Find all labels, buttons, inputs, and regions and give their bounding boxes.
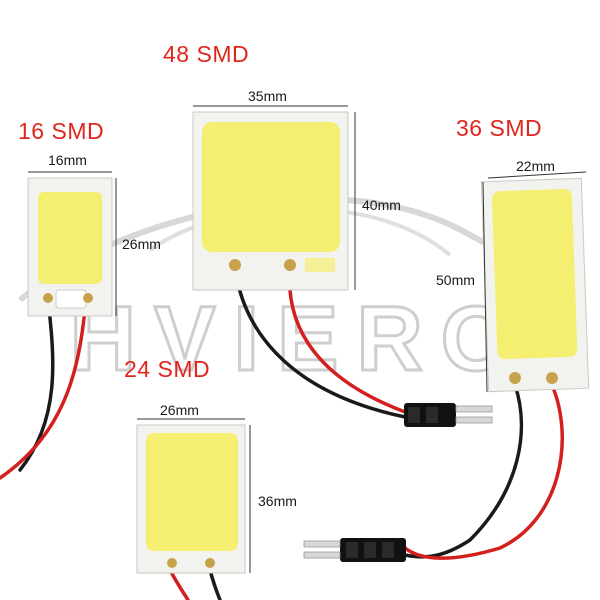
panel-16smd <box>27 171 117 317</box>
height-label-16smd: 26mm <box>122 236 161 252</box>
led-area-36smd <box>491 188 578 360</box>
connector-middle <box>404 403 493 427</box>
wire-red-16smd <box>0 298 88 480</box>
width-label-36smd: 22mm <box>516 158 555 174</box>
connector-bottom <box>303 538 406 562</box>
title-48smd: 48 SMD <box>163 41 250 67</box>
wire-red-36smd <box>403 383 564 560</box>
height-label-24smd: 36mm <box>258 493 297 509</box>
led-area-16smd <box>38 192 102 284</box>
title-16smd: 16 SMD <box>18 118 105 144</box>
width-label-16smd: 16mm <box>48 152 87 168</box>
led-area-48smd <box>202 122 340 252</box>
led-area-24smd <box>146 433 238 551</box>
panel-24smd <box>136 418 251 574</box>
panel-48smd <box>192 105 356 291</box>
wire-red-24smd <box>168 568 190 600</box>
height-label-36smd: 50mm <box>436 272 475 288</box>
wire-black-48smd <box>233 266 407 419</box>
wire-black-24smd <box>208 568 222 600</box>
title-36smd: 36 SMD <box>456 115 543 141</box>
width-label-48smd: 35mm <box>248 88 287 104</box>
wires <box>0 266 564 600</box>
width-label-24smd: 26mm <box>160 402 199 418</box>
title-24smd: 24 SMD <box>124 356 211 382</box>
height-label-48smd: 40mm <box>362 197 401 213</box>
panel-36smd <box>480 171 590 393</box>
